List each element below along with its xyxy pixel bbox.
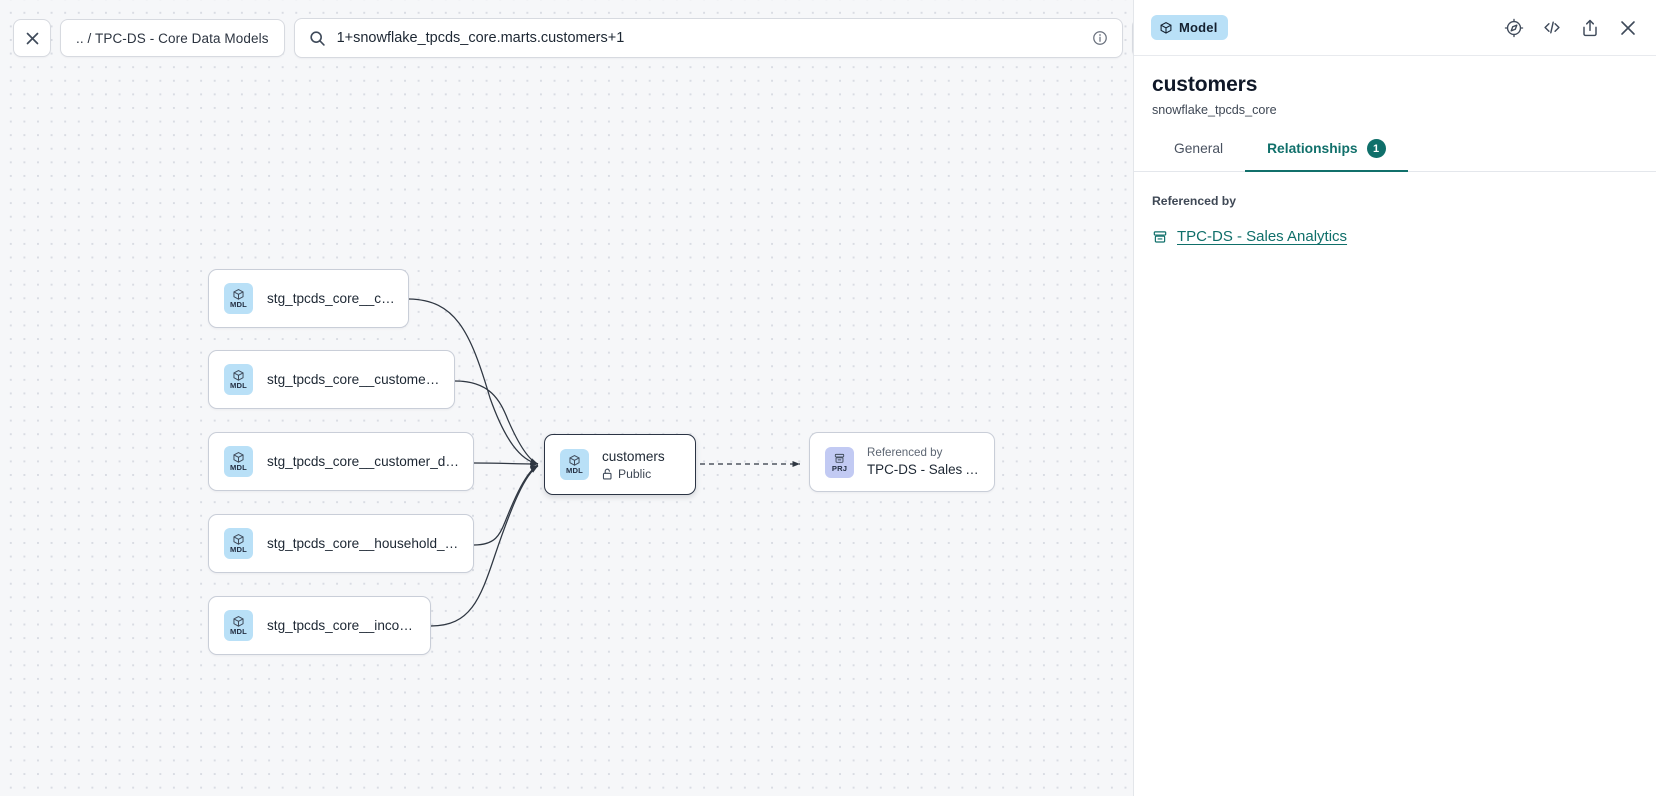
canvas-toolbar: .. / TPC-DS - Core Data Models 1+snowfla… xyxy=(13,18,1133,58)
graph-node-selected[interactable]: MDL customers Public xyxy=(544,434,696,495)
share-button[interactable] xyxy=(1580,18,1600,38)
node-text: customers Public xyxy=(602,449,677,481)
panel-tabs: General Relationships 1 xyxy=(1134,139,1656,172)
node-text: stg_tpcds_core__customer_address xyxy=(267,372,454,387)
node-title: customers xyxy=(602,448,665,464)
node-text: Referenced by TPC-DS - Sales Analytics xyxy=(867,446,994,478)
reference-link[interactable]: TPC-DS - Sales Analytics xyxy=(1177,228,1348,245)
cube-icon xyxy=(233,452,244,463)
node-title: stg_tpcds_core__customer xyxy=(267,291,396,306)
model-badge: MDL xyxy=(224,528,253,559)
tab-label: General xyxy=(1174,141,1224,156)
tab-label: Relationships xyxy=(1267,141,1358,156)
explore-button[interactable] xyxy=(1504,18,1524,38)
model-badge-label: MDL xyxy=(229,545,248,554)
refresh-button[interactable] xyxy=(1131,18,1133,58)
panel-actions xyxy=(1504,18,1638,38)
close-panel-button[interactable] xyxy=(1618,18,1638,38)
lineage-search-value: 1+snowflake_tpcds_core.marts.customers+1 xyxy=(336,30,625,46)
model-badge-label: MDL xyxy=(229,463,248,472)
node-title: TPC-DS - Sales Analytics xyxy=(867,462,982,477)
cube-icon xyxy=(1160,21,1172,34)
cube-icon xyxy=(233,370,244,381)
node-text: stg_tpcds_core__income_band xyxy=(267,618,430,633)
node-text: stg_tpcds_core__household_demogr… xyxy=(267,536,473,551)
project-icon xyxy=(834,453,845,463)
breadcrumb[interactable]: .. / TPC-DS - Core Data Models xyxy=(60,19,285,57)
model-badge: MDL xyxy=(224,446,253,477)
unlock-icon xyxy=(602,468,612,480)
explore-icon xyxy=(1504,18,1524,37)
panel-header: customers snowflake_tpcds_core xyxy=(1134,56,1656,117)
model-badge-label: MDL xyxy=(229,627,248,636)
model-badge: MDL xyxy=(224,610,253,641)
cube-icon xyxy=(233,534,244,545)
cube-icon xyxy=(569,455,580,466)
model-badge-label: MDL xyxy=(229,300,248,309)
lineage-search-input[interactable]: 1+snowflake_tpcds_core.marts.customers+1 xyxy=(293,18,1123,58)
tab-count-badge: 1 xyxy=(1366,139,1386,158)
code-icon xyxy=(1544,21,1560,34)
search-icon xyxy=(309,30,325,46)
info-icon[interactable] xyxy=(1092,30,1108,46)
graph-node[interactable]: MDL stg_tpcds_core__income_band xyxy=(208,596,431,655)
project-badge-label: PRJ xyxy=(831,463,848,473)
close-graph-button[interactable] xyxy=(13,19,51,57)
lineage-edges xyxy=(408,298,801,627)
page-title: customers xyxy=(1152,73,1258,96)
tab-relationships[interactable]: Relationships 1 xyxy=(1245,139,1408,172)
node-text: stg_tpcds_core__customer_demogra… xyxy=(267,454,473,469)
node-title: stg_tpcds_core__customer_demogra… xyxy=(267,454,461,469)
details-panel: Model xyxy=(1133,0,1656,796)
node-kicker: Referenced by xyxy=(867,446,943,459)
graph-node[interactable]: MDL stg_tpcds_core__customer xyxy=(208,269,409,328)
code-button[interactable] xyxy=(1542,18,1562,38)
cube-icon xyxy=(233,289,244,300)
node-text: stg_tpcds_core__customer xyxy=(267,291,408,306)
node-title: stg_tpcds_core__customer_address xyxy=(267,372,442,387)
node-visibility: Public xyxy=(602,467,665,481)
graph-node[interactable]: MDL stg_tpcds_core__customer_demogra… xyxy=(208,432,474,491)
project-icon xyxy=(1153,230,1167,243)
entity-kind-badge: Model xyxy=(1151,15,1228,40)
section-label-referenced-by: Referenced by xyxy=(1152,194,1236,208)
model-badge: MDL xyxy=(224,283,253,314)
project-badge: PRJ xyxy=(825,446,854,478)
close-icon xyxy=(26,32,38,44)
reference-item[interactable]: TPC-DS - Sales Analytics xyxy=(1152,228,1638,245)
panel-toolbar: Model xyxy=(1134,0,1656,56)
model-badge-label: MDL xyxy=(229,381,248,390)
tab-general[interactable]: General xyxy=(1152,139,1245,172)
model-badge: MDL xyxy=(224,364,253,395)
cube-icon xyxy=(233,616,244,627)
graph-node-project[interactable]: PRJ Referenced by TPC-DS - Sales Analyti… xyxy=(809,432,995,492)
page-subtitle: snowflake_tpcds_core xyxy=(1152,103,1277,117)
node-title: stg_tpcds_core__household_demogr… xyxy=(267,536,461,551)
close-icon xyxy=(1621,20,1635,35)
node-title: stg_tpcds_core__income_band xyxy=(267,618,418,633)
graph-node[interactable]: MDL stg_tpcds_core__customer_address xyxy=(208,350,455,409)
node-visibility-label: Public xyxy=(618,466,652,481)
panel-content: Referenced by TPC-DS - Sales Analytics xyxy=(1134,172,1656,245)
model-badge: MDL xyxy=(560,449,589,480)
model-badge-label: MDL xyxy=(565,466,584,475)
entity-kind-label: Model xyxy=(1179,20,1218,35)
lineage-canvas[interactable]: .. / TPC-DS - Core Data Models 1+snowfla… xyxy=(0,0,1133,796)
graph-node[interactable]: MDL stg_tpcds_core__household_demogr… xyxy=(208,514,474,573)
share-icon xyxy=(1583,19,1597,36)
